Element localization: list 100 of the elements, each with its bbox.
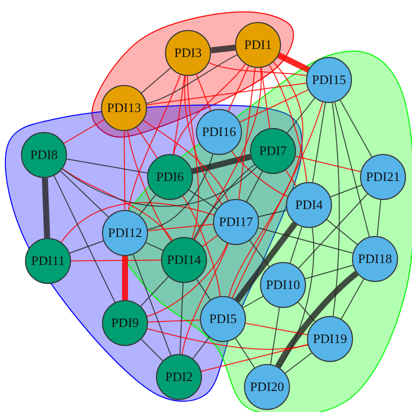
network-edge [196,74,212,112]
network-node [360,154,406,200]
network-edge [279,227,314,368]
network-edge [298,193,368,269]
node-label: PDI2 [165,369,193,385]
network-edge [239,89,309,123]
network-node [161,237,207,283]
network-node [21,132,67,178]
network-edge [145,242,164,251]
network-edge [260,67,270,129]
node-label: PDI7 [259,143,287,159]
network-edge [69,240,104,254]
network-edge [140,276,169,307]
network-edge [179,282,184,355]
network-edge [192,154,252,174]
network-edge [42,178,50,238]
network-edge [60,202,215,243]
network-node [250,128,296,174]
network-edge [54,175,116,303]
network-edge [70,260,162,262]
node-label: PDI21 [366,169,400,185]
network-edge [242,296,264,308]
network-node [147,154,193,200]
network-edge [138,194,156,216]
network-edge [124,130,126,210]
network-edge [249,240,270,268]
node-label: PDI17 [219,214,253,230]
network-edge [330,184,362,198]
network-edge [184,75,222,204]
network-edge [268,64,308,183]
network-edge [66,158,148,174]
node-label: PDI11 [31,253,65,269]
network-edge [62,168,173,241]
network-edge [188,189,218,210]
network-edge [332,102,340,317]
network-edge [286,98,316,134]
network-edge [231,150,288,197]
node-label: PDI15 [312,72,346,88]
network-edge [228,66,250,112]
network-edge [277,52,310,73]
network-edge [290,226,302,264]
network-node [25,238,71,284]
node-label: PDI16 [202,124,236,140]
node-label: PDI9 [111,315,139,331]
network-edge [340,100,372,158]
network-edge [326,219,358,245]
network-edge [132,254,172,356]
network-edge [228,62,304,298]
node-label: PDI10 [266,277,300,293]
network-edge [127,130,172,242]
network-edge [258,210,288,218]
network-node [213,199,259,245]
network-edge [187,76,199,239]
network-edge [194,67,262,240]
node-label: PDI6 [156,169,184,185]
network-edge [140,68,172,94]
node-label: PDI8 [30,147,58,163]
network-edge [173,64,246,155]
network-edge [202,235,218,247]
node-label: PDI19 [313,331,347,347]
network-edge [376,199,382,237]
network-node [352,236,398,282]
network-edge [298,302,316,322]
network-edge [172,75,186,155]
network-edge [304,264,354,280]
network-edge [245,322,308,336]
node-label: PDI1 [244,37,272,53]
node-label: PDI12 [108,225,142,241]
node-label: PDI13 [107,100,141,116]
network-node [196,109,242,155]
network-node [165,30,211,76]
network-edge [294,156,362,172]
network-edge [270,307,280,365]
node-label: PDI14 [167,252,201,268]
node-label: PDI5 [209,311,237,327]
network-edge [146,242,228,317]
network-edge [210,44,236,54]
network-edge [182,243,229,355]
network-node [200,296,246,342]
network-edge [63,119,105,144]
network-edge [60,170,109,218]
network-edge [140,338,164,362]
network-node [102,300,148,346]
network-node [244,364,290,410]
network-edge [62,166,258,207]
network-edge [196,278,211,300]
network-edge [258,227,354,254]
network-edge [340,278,364,320]
network-node [235,22,281,68]
network-edge [234,222,298,302]
network-edge [182,196,221,297]
network-node [260,262,306,308]
network-edge [142,120,229,201]
network-edge [146,328,308,350]
network-edge [192,336,210,360]
node-label: PDI18 [358,251,392,267]
node-label: PDI4 [295,197,323,213]
network-node [101,85,147,131]
network-edge [285,170,297,186]
network-edge [136,126,158,158]
